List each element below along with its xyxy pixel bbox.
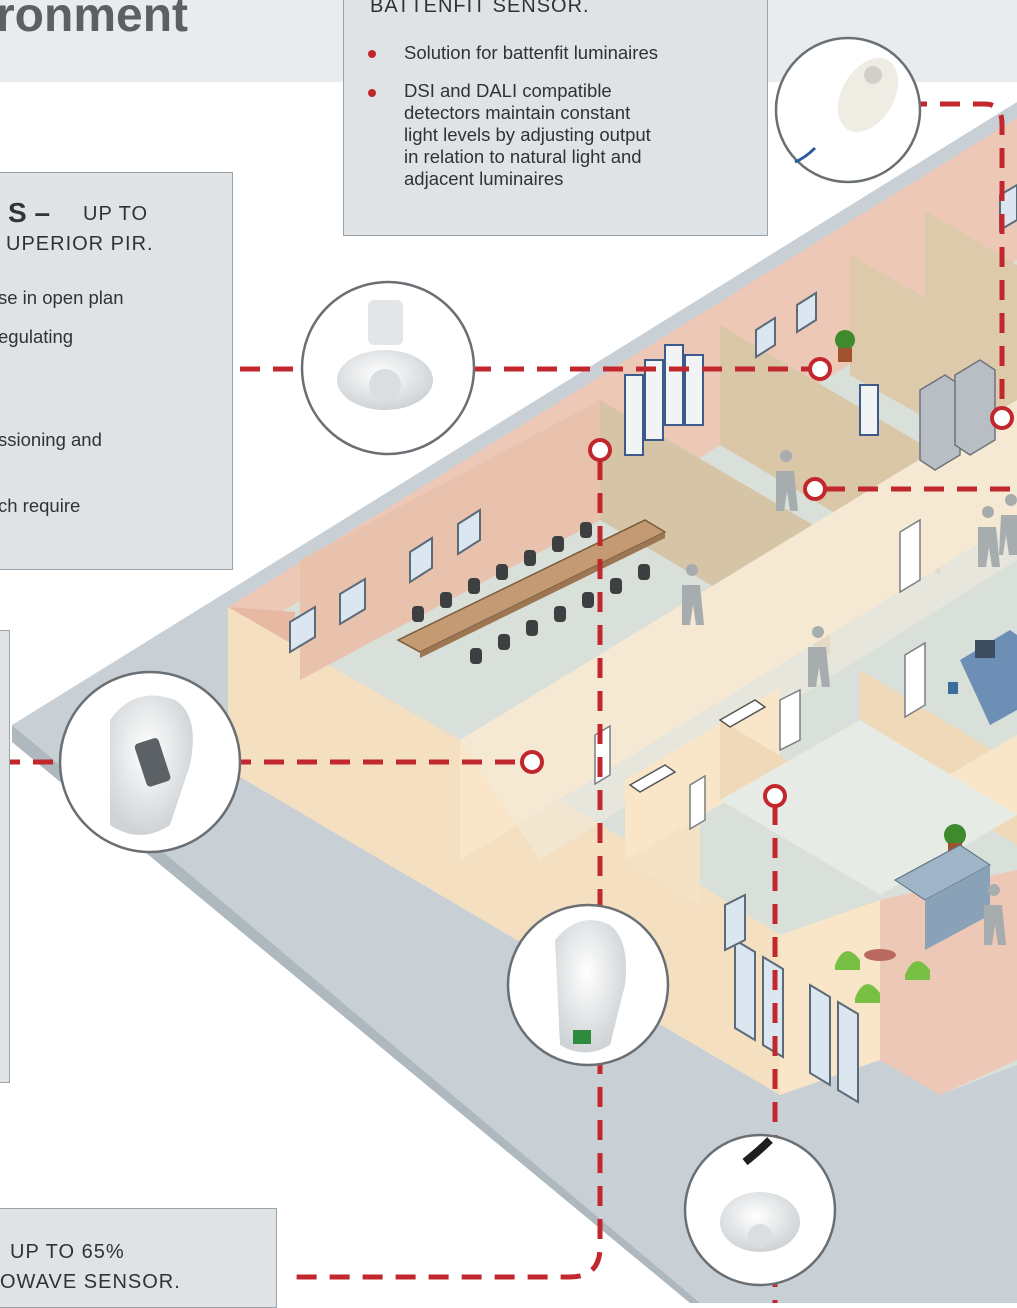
pir-text-line-4: ch require (0, 495, 81, 516)
sensor-microwave-green (506, 903, 670, 1067)
computer-desk (948, 630, 1017, 725)
pir-heading-rest: UP TO (83, 203, 149, 225)
cubicle-floor (720, 720, 1017, 895)
pir-heading-line2: UPERIOR PIR. (6, 233, 154, 255)
page-title: ronment (0, 0, 188, 42)
lower-office-wall-2 (625, 688, 780, 860)
sensor-battenfit (774, 36, 922, 184)
bullet-icon (368, 50, 376, 58)
windows-front (724, 893, 859, 1104)
battenfit-bullet-2-line-5: adjacent luminaires (404, 168, 564, 189)
battenfit-bullet-2-line-2: detectors maintain constant (404, 102, 631, 123)
people (682, 450, 1017, 945)
back-wall-upper (600, 145, 1017, 520)
conference-table-side (420, 532, 665, 658)
battenfit-heading: BATTENFIT SENSOR. (370, 0, 590, 17)
sensor-pir-ceiling (300, 280, 476, 456)
storage-shelves (624, 344, 879, 456)
battenfit-bullet-2-line-1: DSI and DALI compatible (404, 80, 612, 101)
connector-rings (520, 357, 1014, 808)
battenfit-bullet-2-line-3: light levels by adjusting output (404, 124, 651, 145)
pir-panel: S – UP TO UPERIOR PIR. se in open plan e… (0, 172, 233, 570)
pir-text-line-1: se in open plan (0, 287, 124, 308)
chairs (412, 522, 650, 664)
battenfit-bullet-2-line-4: in relation to natural light and (404, 146, 642, 167)
microwave-line-2: OWAVE SENSOR. (0, 1271, 181, 1293)
sensor-recessed (683, 1133, 837, 1287)
battenfit-panel: BATTENFIT SENSOR. Solution for battenfit… (343, 0, 768, 236)
pir-text-line-2: egulating (0, 326, 74, 347)
machines (919, 359, 996, 471)
bullet-icon (368, 89, 376, 97)
sensor-highbay (58, 670, 242, 854)
highbay-panel (0, 630, 10, 1083)
back-wall-conference (300, 400, 600, 680)
pir-heading-bold: S – (8, 197, 51, 228)
lounge-furniture (835, 844, 991, 1003)
microwave-line-1: UP TO 65% (10, 1241, 125, 1263)
aircon-units (628, 699, 767, 793)
pir-text-line-3: ssioning and (0, 429, 102, 450)
partition-4 (925, 210, 1017, 385)
microwave-panel: UP TO 65% OWAVE SENSOR. (0, 1208, 277, 1308)
floor-slab-edge (12, 725, 700, 1303)
battenfit-bullet-1: Solution for battenfit luminaires (404, 42, 658, 63)
exterior-wall-front-right (880, 870, 1017, 1095)
